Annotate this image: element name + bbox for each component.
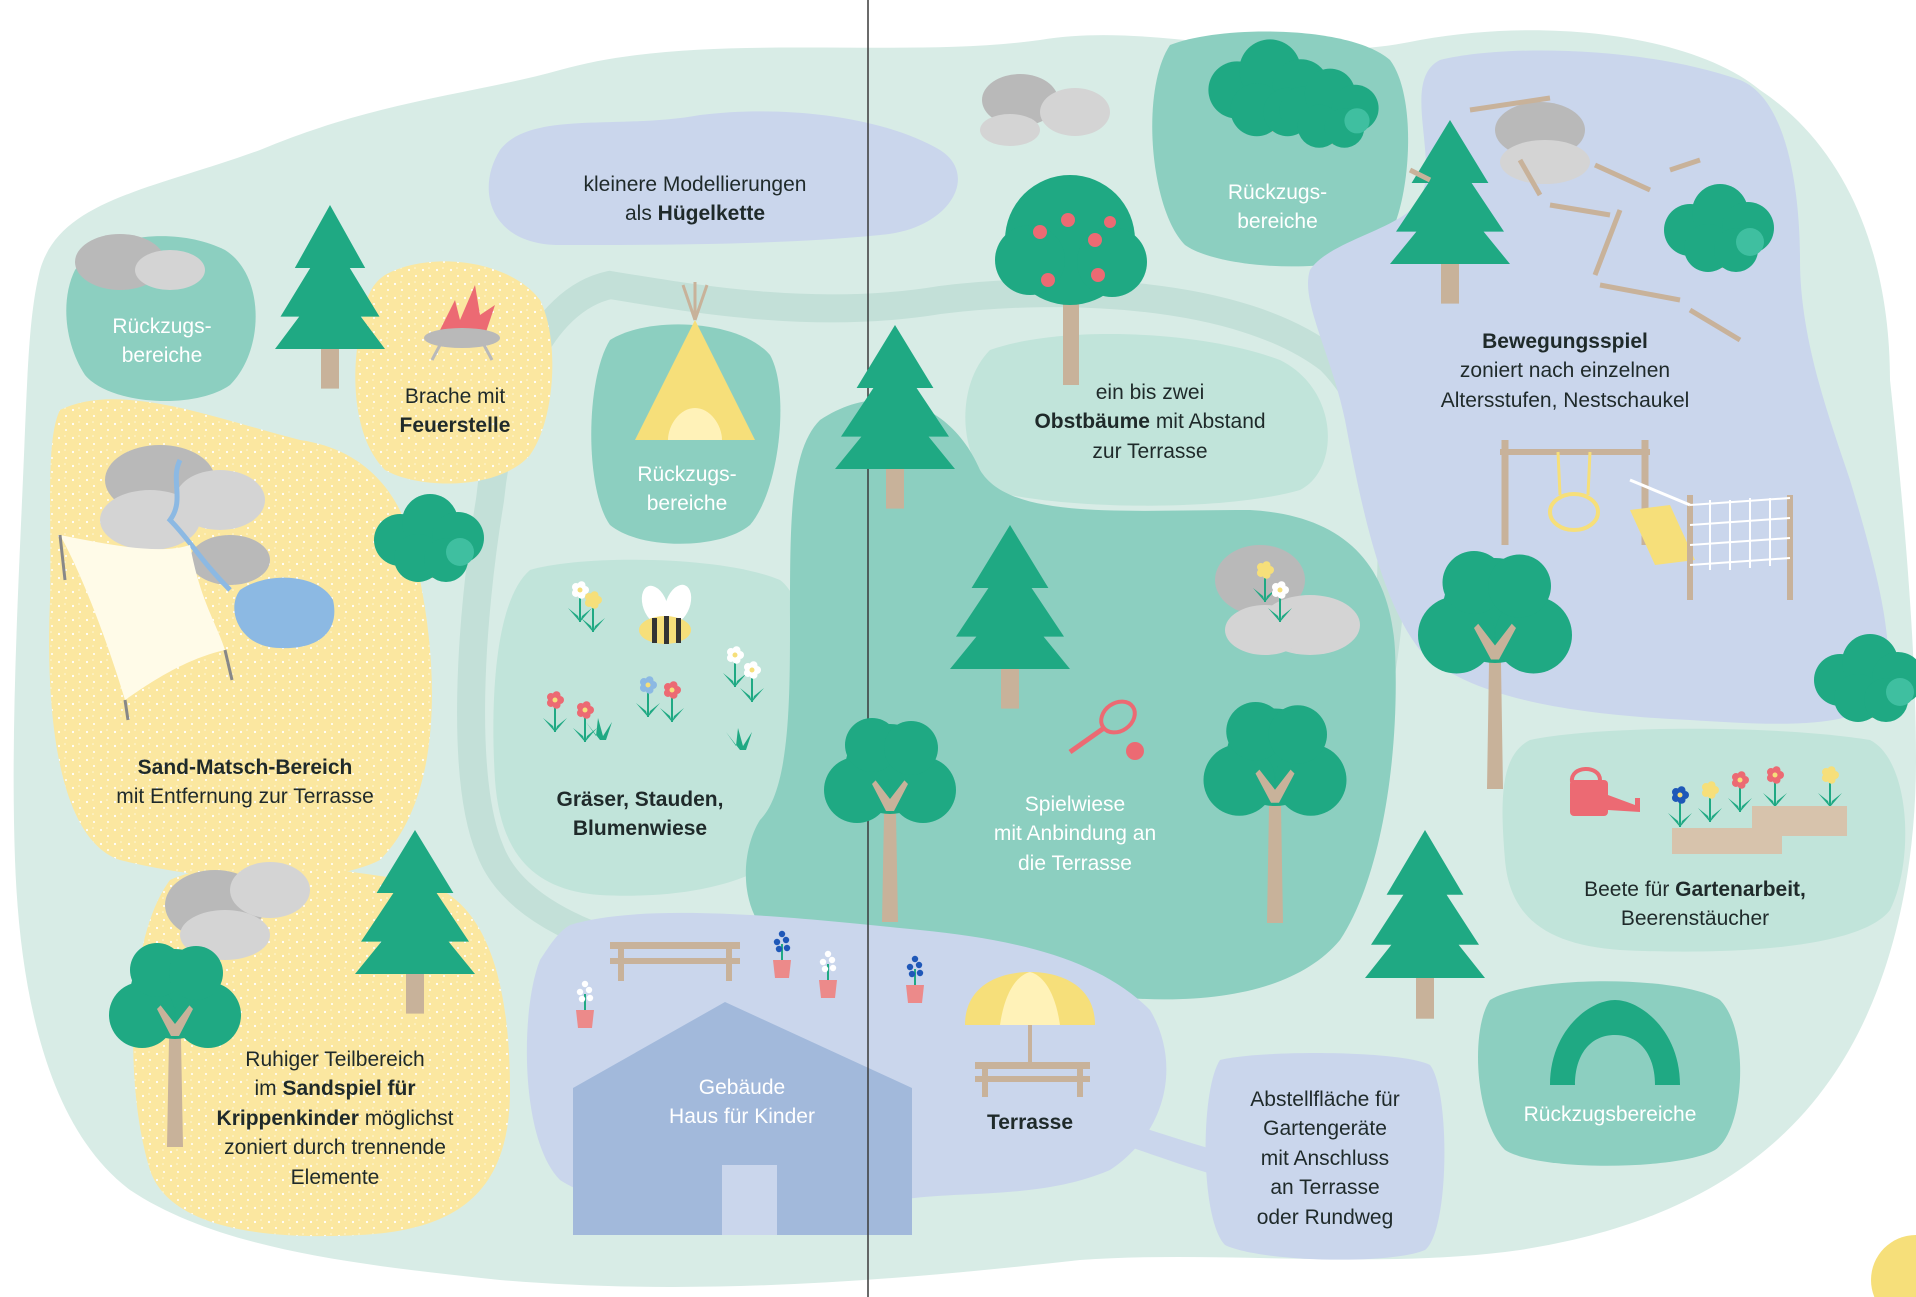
bench-icon — [975, 1062, 1090, 1097]
flower-icon — [660, 681, 684, 722]
storage-area — [1205, 1053, 1445, 1260]
umbrella-icon — [965, 972, 1095, 1062]
rock-icon — [75, 234, 205, 290]
flowerpot-icon — [819, 950, 837, 998]
sun-shade-sail-icon — [58, 534, 234, 721]
flower-icon — [1698, 781, 1722, 822]
retreat-area-arch — [1478, 981, 1741, 1166]
label-terrace: Terrasse — [986, 1111, 1073, 1134]
hill-area — [488, 111, 958, 245]
pine-tree-icon — [275, 205, 385, 389]
lawn-area — [745, 399, 1396, 1000]
label-flower-meadow: Gräser, Stauden, Blumenwiese — [556, 788, 724, 841]
flower-icon — [1668, 786, 1692, 827]
flower-icon — [1728, 771, 1752, 812]
planter-icon — [1672, 806, 1847, 854]
grass-icon — [726, 728, 752, 750]
label-garden-beds: Beete für Gartenarbeit, Beerenstäucher — [1584, 878, 1806, 931]
flower-icon — [723, 646, 747, 687]
bush-icon — [1664, 184, 1774, 272]
label-fire-pit: Brache mit Feuerstelle — [399, 385, 511, 438]
flower-icon — [1763, 766, 1787, 807]
label-fruit-trees: ein bis zwei Obstbäume mit Abstand zur T… — [1034, 381, 1266, 463]
flower-icon — [740, 661, 764, 702]
pine-tree-icon — [835, 325, 955, 509]
bush-icon — [1279, 68, 1379, 148]
flowerpot-icon — [906, 955, 924, 1003]
label-hill-chain: kleinere Modellierungen als Hügelkette — [583, 173, 807, 226]
grass-icon — [586, 718, 612, 740]
flower-icon — [581, 591, 605, 632]
pine-tree-icon — [950, 525, 1070, 709]
flower-icon — [1268, 581, 1292, 622]
leafy-tree-icon — [1418, 551, 1572, 789]
water-stream — [166, 458, 232, 592]
balance-beams — [1408, 95, 1742, 343]
rock-icon — [980, 74, 1110, 146]
leafy-tree-icon — [824, 718, 956, 922]
corner-decor — [1871, 1235, 1916, 1297]
label-retreat-teepee: Rückzugs-bereiche — [637, 463, 737, 516]
climbing-net-icon — [1629, 478, 1793, 600]
label-building: Gebäude Haus für Kinder — [669, 1076, 815, 1129]
flower-icon — [636, 676, 660, 717]
leafy-tree-icon — [1203, 702, 1347, 923]
pine-tree-icon — [355, 830, 475, 1014]
apple-tree-icon — [995, 175, 1147, 385]
flower-icon — [568, 581, 592, 622]
flowerpot-icon — [576, 980, 594, 1028]
arch-icon — [1550, 1000, 1680, 1085]
fire-area — [355, 261, 553, 484]
watering-can-icon — [1570, 767, 1640, 816]
fire-icon — [424, 285, 500, 361]
bush-icon — [374, 494, 484, 582]
storage-connector — [1110, 1120, 1215, 1175]
flowerpot-icon — [773, 930, 791, 978]
ball-icon — [1126, 742, 1144, 760]
label-storage: Abstellfläche für Gartengeräte mit Ansch… — [1250, 1088, 1400, 1229]
label-sand-mud: Sand-Matsch-Bereich mit Entfernung zur T… — [116, 756, 374, 809]
bee-icon — [639, 584, 692, 644]
bush-icon — [1814, 634, 1916, 722]
fruit-tree-area — [965, 333, 1328, 506]
flower-meadow-area — [493, 559, 814, 896]
flower-icon — [1253, 561, 1277, 602]
tennis-racket-icon — [1068, 699, 1137, 755]
label-play-lawn: Spielwiese mit Anbindung an die Terrasse — [993, 793, 1157, 875]
flower-icon — [543, 691, 567, 732]
pine-tree-icon — [1390, 120, 1510, 304]
rock-icon — [1495, 102, 1590, 184]
flower-icon — [1818, 766, 1842, 807]
label-retreat-arch: Rückzugsbereiche — [1523, 1103, 1697, 1126]
label-movement-play: Bewegungsspiel zoniert nach einzelnen Al… — [1440, 330, 1690, 412]
house-icon — [573, 1002, 912, 1235]
pine-tree-icon — [1365, 830, 1485, 1019]
label-retreat-top: Rückzugs-bereiche — [1227, 181, 1328, 234]
leafy-tree-icon — [109, 943, 241, 1147]
bench-icon — [610, 942, 740, 981]
water-pond — [234, 577, 335, 649]
label-quiet-area: Ruhiger Teilbereich im Sandspiel für Kri… — [216, 1048, 454, 1189]
label-retreat-left: Rückzugs-bereiche — [112, 315, 212, 368]
teepee-icon — [635, 282, 755, 440]
flower-icon — [573, 701, 597, 742]
